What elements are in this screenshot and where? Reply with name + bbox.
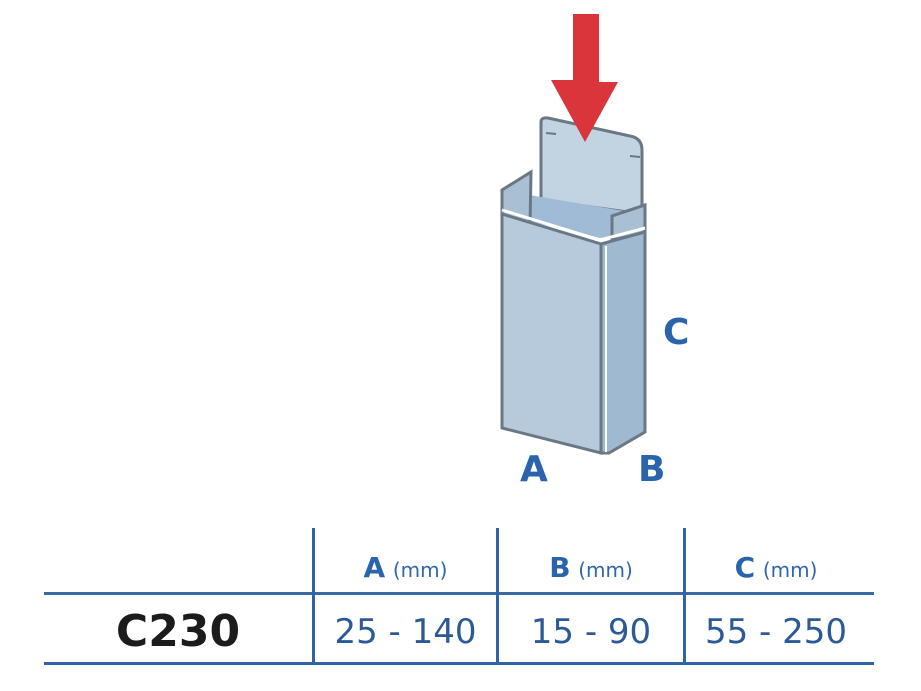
box-illustration <box>0 0 921 500</box>
column-letter: A <box>364 551 386 584</box>
table-bottom-rule <box>44 662 874 665</box>
dimension-label-b: B <box>638 452 665 488</box>
model-name: C230 <box>44 604 312 660</box>
column-divider <box>496 528 499 664</box>
column-unit: (mm) <box>393 558 448 582</box>
header-divider <box>44 592 874 595</box>
box-front-face <box>502 214 601 453</box>
dimension-label-c: C <box>663 315 689 351</box>
column-letter: B <box>549 551 570 584</box>
value-c: 55 - 250 <box>686 608 866 656</box>
column-letter: C <box>735 551 756 584</box>
column-divider <box>312 528 315 664</box>
value-b: 15 - 90 <box>499 608 683 656</box>
column-unit: (mm) <box>578 558 633 582</box>
value-a: 25 - 140 <box>315 608 496 656</box>
column-unit: (mm) <box>763 558 818 582</box>
column-header-a: A (mm) <box>315 548 496 588</box>
column-header-b: B (mm) <box>499 548 683 588</box>
column-divider <box>683 528 686 664</box>
dimension-label-a: A <box>520 452 548 488</box>
box-side-face <box>601 232 645 453</box>
column-header-c: C (mm) <box>686 548 866 588</box>
